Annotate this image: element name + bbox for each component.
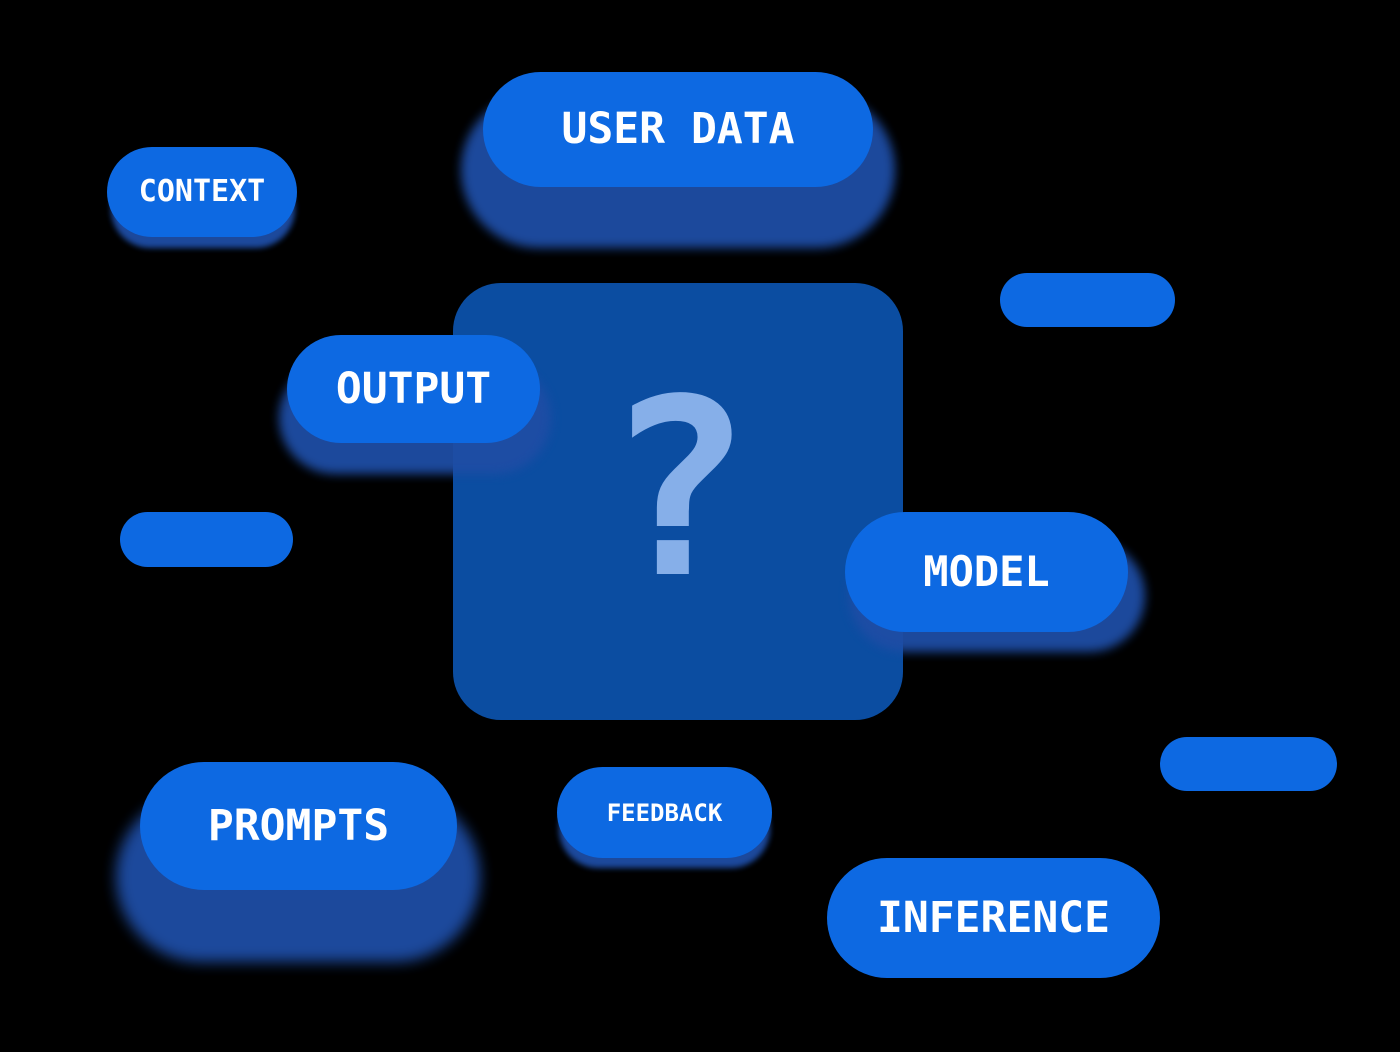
pill-inference: INFERENCE [827, 858, 1160, 978]
pill-model-label: MODEL [923, 547, 1050, 596]
pill-user-data: USER DATA [483, 72, 873, 187]
pill-inference-label: INFERENCE [877, 892, 1110, 943]
pill-blank-top-right [1000, 273, 1175, 327]
pill-blank-bottom-right [1160, 737, 1337, 791]
pill-prompts: PROMPTS [140, 762, 457, 890]
pill-output-label: OUTPUT [335, 363, 492, 414]
pill-feedback: FEEDBACK [557, 767, 772, 858]
question-mark-glyph: ? [604, 347, 752, 632]
pill-blank-middle-left [120, 512, 293, 567]
pill-feedback-label: FEEDBACK [606, 798, 723, 827]
pill-output: OUTPUT [287, 335, 540, 443]
pill-context: CONTEXT [107, 147, 297, 237]
pill-context-label: CONTEXT [138, 174, 266, 209]
pill-prompts-label: PROMPTS [207, 800, 390, 851]
central-question-box: ? [453, 283, 903, 720]
pill-model: MODEL [845, 512, 1128, 632]
pill-user-data-label: USER DATA [561, 104, 795, 154]
